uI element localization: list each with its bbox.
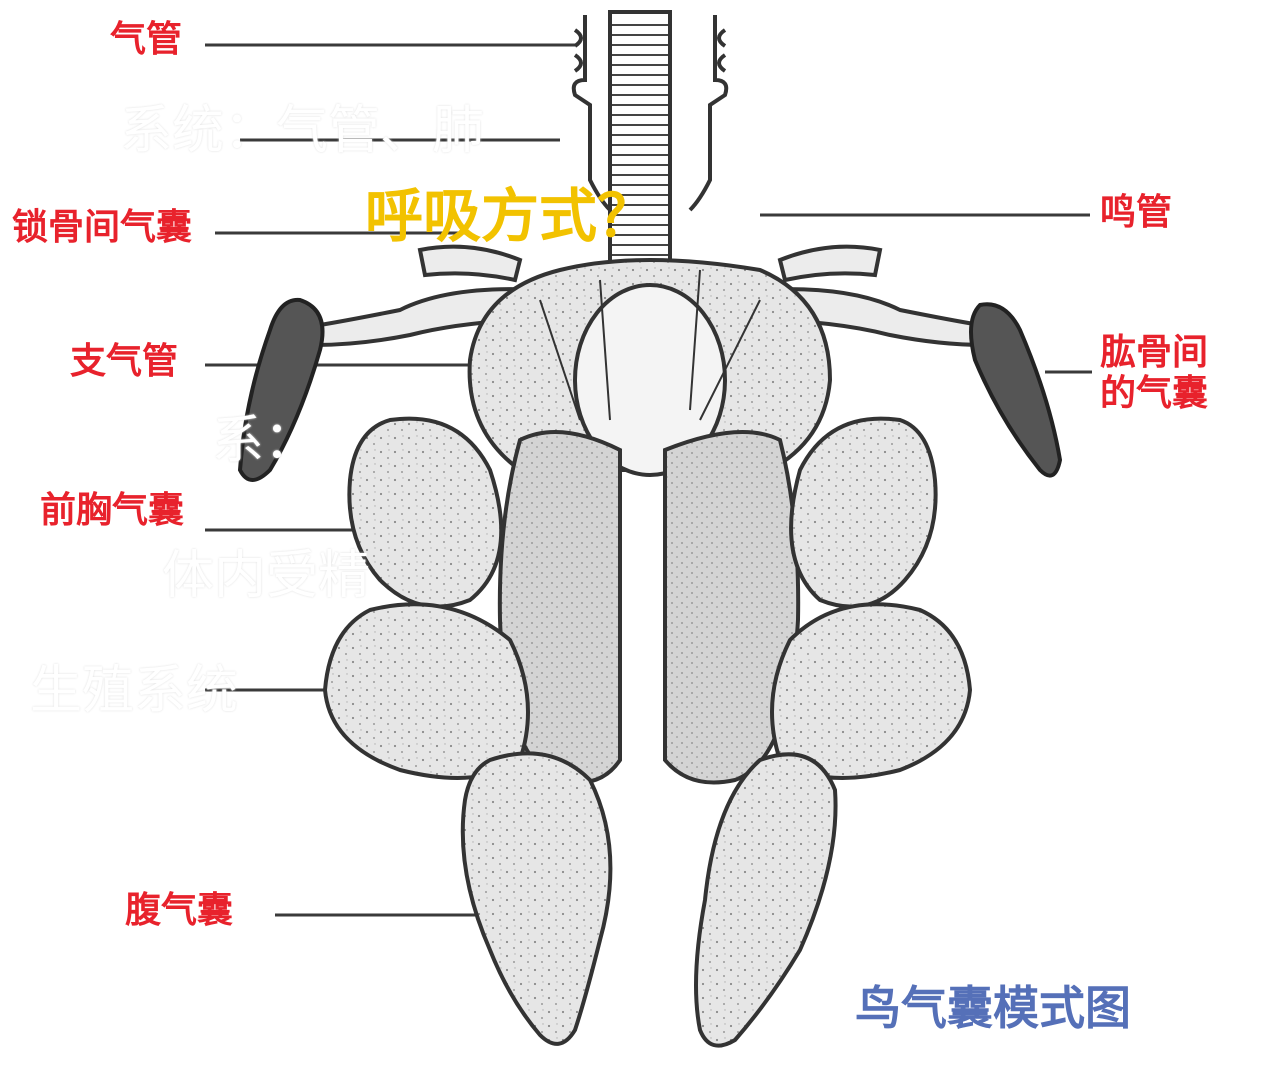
- overlay-respiratory-line: 系统：气管、肺: [120, 105, 484, 157]
- abdominal-air-sacs: [463, 753, 836, 1045]
- posterior-thoracic-air-sacs: [325, 604, 970, 778]
- label-intercostal-air-sac-text: 肱骨间的气囊: [1100, 332, 1208, 414]
- overlay-line4: 生殖系统: [30, 665, 238, 717]
- label-intercostal-air-sac: 肱骨间的气囊: [1100, 332, 1220, 415]
- overlay-line3: 体内受精: [162, 550, 370, 602]
- label-anterior-thoracic-air-sac: 前胸气囊: [40, 493, 184, 529]
- overlay-question: 呼吸方式？: [365, 187, 655, 245]
- label-trachea: 气管: [110, 22, 182, 58]
- label-abdominal-air-sac: 腹气囊: [125, 893, 233, 929]
- overlay-line2: 系：: [212, 415, 316, 467]
- lungs: [500, 432, 798, 783]
- label-interclavicular-air-sac: 锁骨间气囊: [12, 210, 192, 246]
- label-bronchus: 支气管: [70, 344, 178, 380]
- label-syrinx: 鸣管: [1100, 195, 1172, 231]
- diagram-caption: 鸟气囊模式图: [855, 985, 1131, 1031]
